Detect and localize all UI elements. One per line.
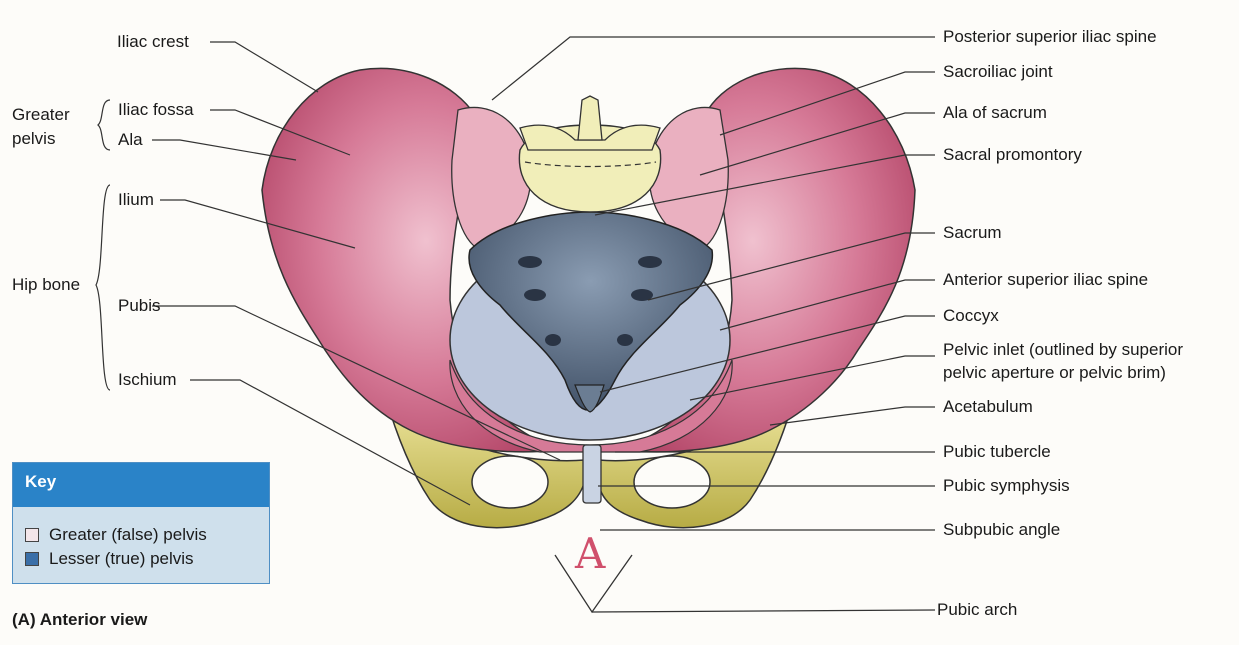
handwritten-a: A [574, 529, 606, 578]
label-coccyx: Coccyx [943, 305, 999, 327]
label-sacrum: Sacrum [943, 222, 1002, 244]
label-ischium: Ischium [118, 369, 177, 391]
legend-item-lesser-pelvis: Lesser (true) pelvis [25, 549, 194, 569]
label-pelvic-inlet-2: pelvic aperture or pelvic brim) [943, 362, 1166, 384]
obturator-foramen-right [634, 456, 710, 508]
label-pelvic-inlet-1: Pelvic inlet (outlined by superior [943, 339, 1183, 361]
swatch-lesser-pelvis-icon [25, 552, 39, 566]
label-iliac-fossa: Iliac fossa [118, 99, 194, 121]
label-sacroiliac-joint: Sacroiliac joint [943, 61, 1053, 83]
legend-label-greater-pelvis: Greater (false) pelvis [49, 525, 207, 545]
pubic-symphysis [583, 445, 601, 503]
label-ala: Ala [118, 129, 143, 151]
legend-item-greater-pelvis: Greater (false) pelvis [25, 525, 207, 545]
label-anterior-superior-iliac-spine: Anterior superior iliac spine [943, 269, 1148, 291]
label-pubic-tubercle: Pubic tubercle [943, 441, 1051, 463]
label-ala-of-sacrum: Ala of sacrum [943, 102, 1047, 124]
figure-caption: (A) Anterior view [12, 610, 147, 630]
label-pubic-arch: Pubic arch [937, 599, 1017, 621]
swatch-greater-pelvis-icon [25, 528, 39, 542]
label-greater-pelvis-2: pelvis [12, 128, 55, 150]
label-ilium: Ilium [118, 189, 154, 211]
label-acetabulum: Acetabulum [943, 396, 1033, 418]
label-iliac-crest: Iliac crest [117, 31, 189, 53]
label-posterior-superior-iliac-spine: Posterior superior iliac spine [943, 26, 1157, 48]
legend-title: Key [13, 463, 269, 507]
label-sacral-promontory: Sacral promontory [943, 144, 1082, 166]
label-subpubic-angle: Subpubic angle [943, 519, 1060, 541]
legend-label-lesser-pelvis: Lesser (true) pelvis [49, 549, 194, 569]
label-hip-bone: Hip bone [12, 274, 80, 296]
label-pubis: Pubis [118, 295, 161, 317]
label-pubic-symphysis: Pubic symphysis [943, 475, 1070, 497]
legend-key: Key Greater (false) pelvis Lesser (true)… [12, 462, 270, 584]
obturator-foramen-left [472, 456, 548, 508]
label-greater-pelvis-1: Greater [12, 104, 70, 126]
